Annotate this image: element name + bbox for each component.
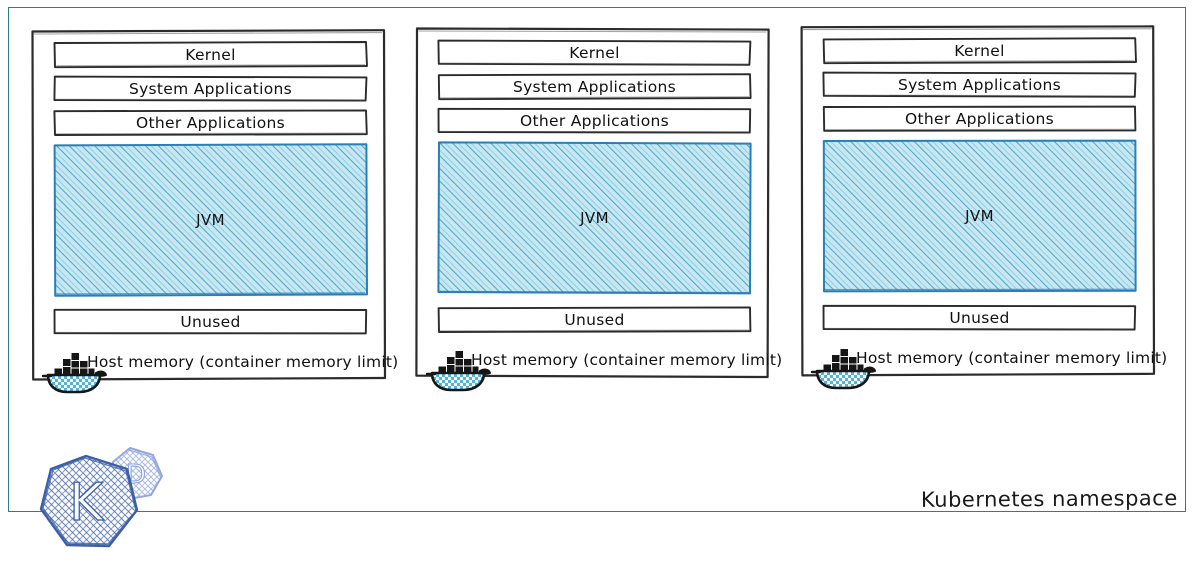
jvm-label: JVM (580, 209, 609, 227)
kubernetes-logo-primary: K (39, 454, 139, 548)
row-outline (437, 306, 752, 333)
row-label: Other Applications (904, 109, 1055, 128)
row-outline (437, 107, 752, 134)
memory-row-system-applications[interactable]: System Applications (822, 71, 1137, 98)
memory-row-unused[interactable]: Unused (822, 304, 1137, 331)
docker-whale-icon (425, 347, 493, 395)
row-outline (822, 304, 1137, 331)
row-label: System Applications (897, 75, 1062, 94)
row-label: System Applications (128, 79, 293, 98)
host-memory-label: Host memory (container memory limit) (87, 353, 399, 371)
memory-row-kernel[interactable]: Kernel (53, 41, 368, 69)
host-memory-label: Host memory (container memory limit) (856, 349, 1168, 367)
host-memory-row: Host memory (container memory limit) (437, 340, 782, 380)
container-pod-1[interactable]: Kernel System Applications Other Applica… (31, 29, 398, 394)
host-memory-label: Host memory (container memory limit) (471, 351, 783, 369)
row-outline (53, 308, 368, 335)
memory-row-kernel[interactable]: Kernel (437, 39, 752, 66)
kubernetes-logo: D K (34, 438, 189, 563)
row-label: System Applications (512, 77, 677, 96)
namespace-label: Kubernetes namespace (921, 486, 1179, 512)
host-memory-row: Host memory (container memory limit) (53, 342, 398, 382)
row-outline (822, 37, 1137, 65)
row-label: Kernel (954, 41, 1005, 60)
row-label: Kernel (569, 43, 620, 62)
row-outline (53, 109, 368, 136)
jvm-hatch-fill (822, 139, 1137, 293)
docker-whale-icon (41, 349, 109, 397)
row-outline (437, 73, 752, 101)
memory-row-unused[interactable]: Unused (53, 308, 368, 335)
jvm-memory-block[interactable]: JVM (437, 141, 752, 295)
row-outline (822, 71, 1137, 98)
svg-text:K: K (69, 473, 105, 533)
memory-row-other-applications[interactable]: Other Applications (437, 107, 752, 134)
memory-row-system-applications[interactable]: System Applications (53, 75, 368, 102)
row-label: Other Applications (135, 113, 286, 132)
row-label: Unused (949, 308, 1010, 327)
row-label: Unused (180, 312, 241, 331)
row-label: Unused (564, 310, 625, 329)
kubernetes-namespace-frame (8, 7, 1186, 512)
jvm-hatch-fill (53, 143, 368, 297)
memory-row-other-applications[interactable]: Other Applications (822, 105, 1137, 132)
jvm-memory-block[interactable]: JVM (822, 139, 1137, 293)
row-outline (437, 39, 752, 66)
row-outline (822, 105, 1137, 132)
jvm-memory-block[interactable]: JVM (53, 143, 368, 297)
container-pod-3[interactable]: Kernel System Applications Other Applica… (800, 25, 1167, 390)
memory-row-system-applications[interactable]: System Applications (437, 73, 752, 101)
row-label: Kernel (185, 45, 236, 64)
row-outline (53, 75, 368, 102)
row-outline (53, 41, 368, 69)
memory-row-kernel[interactable]: Kernel (822, 37, 1137, 65)
container-pod-2[interactable]: Kernel System Applications Other Applica… (415, 27, 782, 392)
docker-whale-icon (810, 345, 878, 393)
host-memory-row: Host memory (container memory limit) (822, 338, 1167, 378)
memory-row-unused[interactable]: Unused (437, 306, 752, 333)
row-label: Other Applications (519, 111, 670, 130)
jvm-label: JVM (196, 211, 225, 229)
jvm-hatch-fill (437, 141, 752, 295)
jvm-label: JVM (965, 207, 994, 225)
memory-row-other-applications[interactable]: Other Applications (53, 109, 368, 136)
